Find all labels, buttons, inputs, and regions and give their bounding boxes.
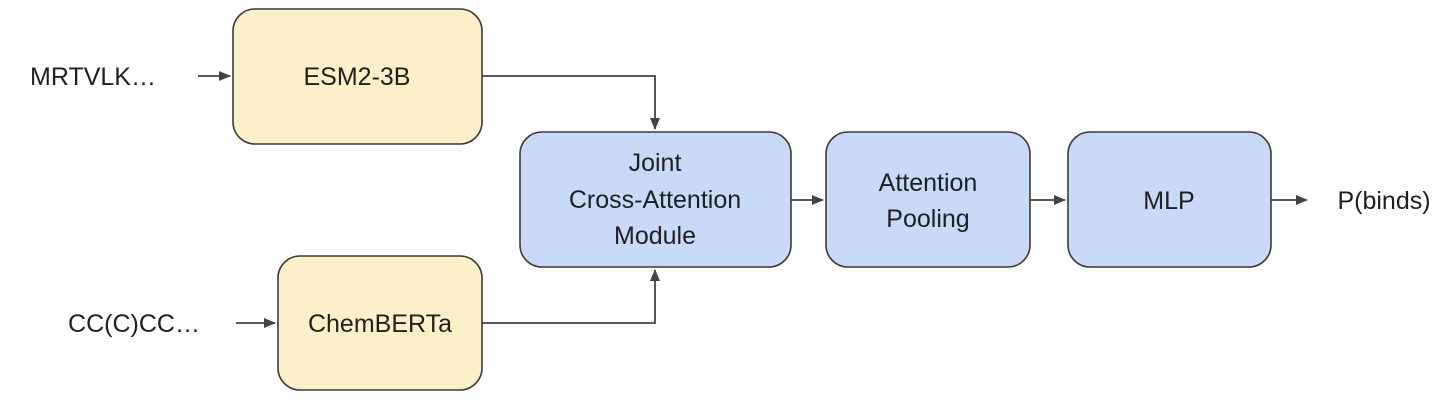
cross-attention-node: Joint Cross-Attention Module: [519, 131, 792, 268]
chemberta-encoder-node: ChemBERTa: [277, 255, 483, 391]
protein-sequence-input-label: MRTVLK…: [30, 63, 156, 91]
chemberta-encoder-box: [277, 255, 483, 391]
attention-pooling-label-line2: Pooling: [886, 205, 969, 233]
attention-pooling-node: Attention Pooling: [825, 131, 1031, 268]
cross-attention-label-line3: Module: [614, 222, 696, 250]
esm2-encoder-label: ESM2-3B: [304, 63, 411, 91]
esm2-encoder-node: ESM2-3B: [232, 8, 483, 145]
chemberta-encoder-label: ChemBERTa: [308, 310, 452, 338]
mlp-label: MLP: [1143, 187, 1194, 215]
cross-attention-box: [519, 131, 792, 268]
cross-attention-label-line1: Joint: [629, 149, 682, 177]
attention-pooling-box: [825, 131, 1031, 268]
esm2-encoder-box: [232, 8, 483, 145]
mlp-box: [1067, 131, 1272, 268]
arrow-chemberta-to-cross-attention: [482, 269, 660, 324]
cross-attention-label-line2: Cross-Attention: [569, 186, 741, 214]
edges: [198, 71, 1308, 328]
mlp-node: MLP: [1067, 131, 1272, 268]
arrow-esm2-to-cross-attention: [482, 75, 660, 130]
output-probability-label: P(binds): [1337, 187, 1430, 215]
attention-pooling-label-line1: Attention: [879, 169, 978, 197]
ligand-smiles-input-label: CC(C)CC…: [68, 310, 200, 338]
